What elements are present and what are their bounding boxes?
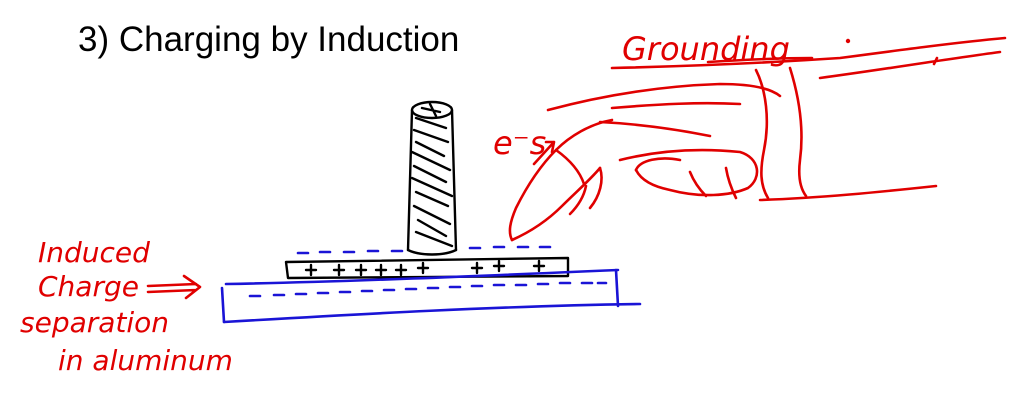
slide-title: 3) Charging by Induction — [78, 20, 460, 59]
induced-label-line-3: separation — [20, 306, 169, 339]
hand-sketch — [508, 36, 1007, 242]
grounding-underline — [706, 56, 814, 64]
induced-label-line-4: in aluminum — [58, 344, 233, 377]
induced-charge-label: Induced Charge separation in aluminum — [20, 236, 233, 377]
charged-rod — [406, 100, 458, 256]
aluminum-bar — [220, 268, 642, 324]
induced-label-line-2: Charge — [38, 270, 139, 303]
plate-with-positive-charges — [284, 256, 570, 280]
upper-negative-charges — [296, 245, 552, 255]
electron-arrow — [532, 140, 556, 166]
induced-arrow — [146, 274, 202, 300]
induced-label-line-1: Induced — [38, 236, 150, 269]
electrons-label: e⁻s — [493, 124, 546, 162]
ink-dot — [845, 38, 851, 44]
